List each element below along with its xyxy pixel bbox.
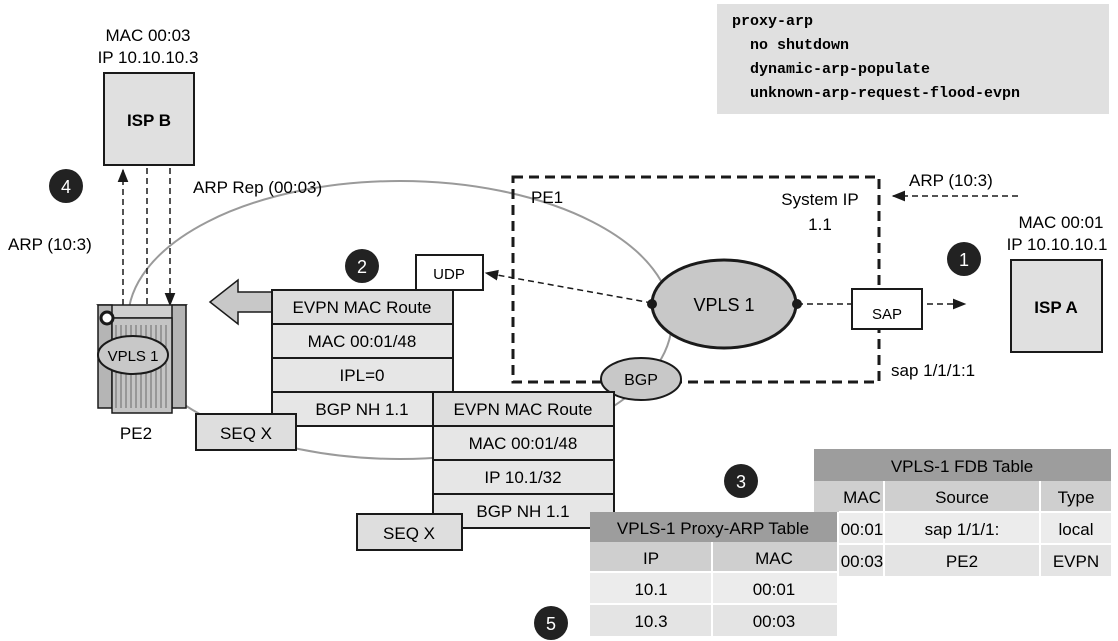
isp-b-name: ISP B	[127, 111, 171, 130]
fdb-title: VPLS-1 FDB Table	[891, 457, 1033, 476]
fdb-table: VPLS-1 FDB Table MAC Source Type 00:01 s…	[814, 449, 1111, 576]
route-advertise-arrow	[208, 278, 273, 326]
fdb-header: MAC	[843, 488, 881, 507]
isp-a-mac: MAC 00:01	[1018, 213, 1103, 232]
vpls-to-udp-arrow	[484, 269, 653, 304]
udp-label: UDP	[433, 266, 465, 283]
config-line: proxy-arp	[732, 13, 813, 30]
proxy-arp-cell: 00:03	[753, 612, 796, 631]
evpn-route-table-2: EVPN MAC Route MAC 00:01/48 IP 10.1/32 B…	[356, 391, 615, 551]
step-marker-4: 4	[49, 169, 83, 203]
isp-a-ip: IP 10.10.10.1	[1007, 235, 1108, 254]
fdb-header: Source	[935, 488, 989, 507]
pe1-system-ip-label: System IP	[781, 190, 858, 209]
isp-a-name: ISP A	[1034, 298, 1077, 317]
arp-rep-label: ARP Rep (00:03)	[193, 178, 322, 197]
bgp-ellipse	[600, 357, 682, 401]
pe1-system-ip-value: 1.1	[808, 215, 832, 234]
pe2-vpls-label: VPLS 1	[108, 348, 159, 365]
sap-box	[851, 288, 923, 330]
fdb-cell: local	[1059, 520, 1094, 539]
proxy-arp-header: MAC	[755, 549, 793, 568]
route2-row: MAC 00:01/48	[469, 434, 578, 453]
pe2-port-dot	[99, 310, 115, 326]
pe1-name: PE1	[531, 188, 563, 207]
bgp-label: BGP	[624, 372, 658, 389]
config-line: no shutdown	[732, 37, 849, 54]
route2-row: BGP NH 1.1	[476, 502, 569, 521]
proxy-arp-title: VPLS-1 Proxy-ARP Table	[617, 519, 809, 538]
step-marker-3: 3	[724, 464, 758, 498]
fdb-cell: sap 1/1/1:	[925, 520, 1000, 539]
proxy-arp-cell: 10.3	[634, 612, 667, 631]
route1-row: IPL=0	[340, 366, 385, 385]
config-line: unknown-arp-request-flood-evpn	[732, 85, 1020, 102]
route2-row: EVPN MAC Route	[454, 400, 593, 419]
isp-b-ip: IP 10.10.10.3	[98, 48, 199, 67]
isp-b-mac: MAC 00:03	[105, 26, 190, 45]
route1-seq: SEQ X	[220, 424, 272, 443]
route2-seq: SEQ X	[383, 524, 435, 543]
route1-row: EVPN MAC Route	[293, 298, 432, 317]
fdb-cell: EVPN	[1053, 552, 1099, 571]
step-marker-1: 1	[947, 242, 981, 276]
svg-text:1: 1	[959, 250, 969, 270]
proxy-arp-cell: 00:01	[753, 580, 796, 599]
pe2-name: PE2	[120, 424, 152, 443]
step-marker-5: 5	[534, 606, 568, 640]
isp-b-node: MAC 00:03 IP 10.10.10.3 ISP B	[98, 26, 199, 166]
step-marker-2: 2	[345, 249, 379, 283]
fdb-cell: 00:03	[841, 552, 884, 571]
proxy-arp-cell: 10.1	[634, 580, 667, 599]
pe2-router: VPLS 1 PE2	[96, 304, 188, 443]
pe1-vpls-label: VPLS 1	[693, 295, 754, 315]
evpn-route-table-1: EVPN MAC Route MAC 00:01/48 IPL=0 BGP NH…	[195, 289, 454, 451]
isp-a-node: MAC 00:01 IP 10.10.10.1 ISP A	[1007, 213, 1108, 353]
arp-in-label: ARP (10:3)	[909, 171, 993, 190]
svg-text:2: 2	[357, 257, 367, 277]
svg-text:3: 3	[736, 472, 746, 492]
arp-out-label: ARP (10:3)	[8, 235, 92, 254]
route1-row: MAC 00:01/48	[308, 332, 417, 351]
route2-row: IP 10.1/32	[484, 468, 561, 487]
config-box: proxy-arp no shutdown dynamic-arp-popula…	[717, 4, 1109, 114]
sap-id: sap 1/1/1:1	[891, 361, 975, 380]
proxy-arp-table: VPLS-1 Proxy-ARP Table IP MAC 10.1 00:01…	[590, 512, 837, 636]
fdb-cell: 00:01	[841, 520, 884, 539]
proxy-arp-header: IP	[643, 549, 659, 568]
fdb-cell: PE2	[946, 552, 978, 571]
sap-label: SAP	[872, 306, 902, 323]
svg-text:4: 4	[61, 177, 71, 197]
pe1-boundary	[511, 175, 881, 384]
svg-text:5: 5	[546, 614, 556, 634]
route1-row: BGP NH 1.1	[315, 400, 408, 419]
fdb-header: Type	[1058, 488, 1095, 507]
config-line: dynamic-arp-populate	[732, 61, 930, 78]
pe2-vpls-ellipse	[97, 335, 169, 375]
